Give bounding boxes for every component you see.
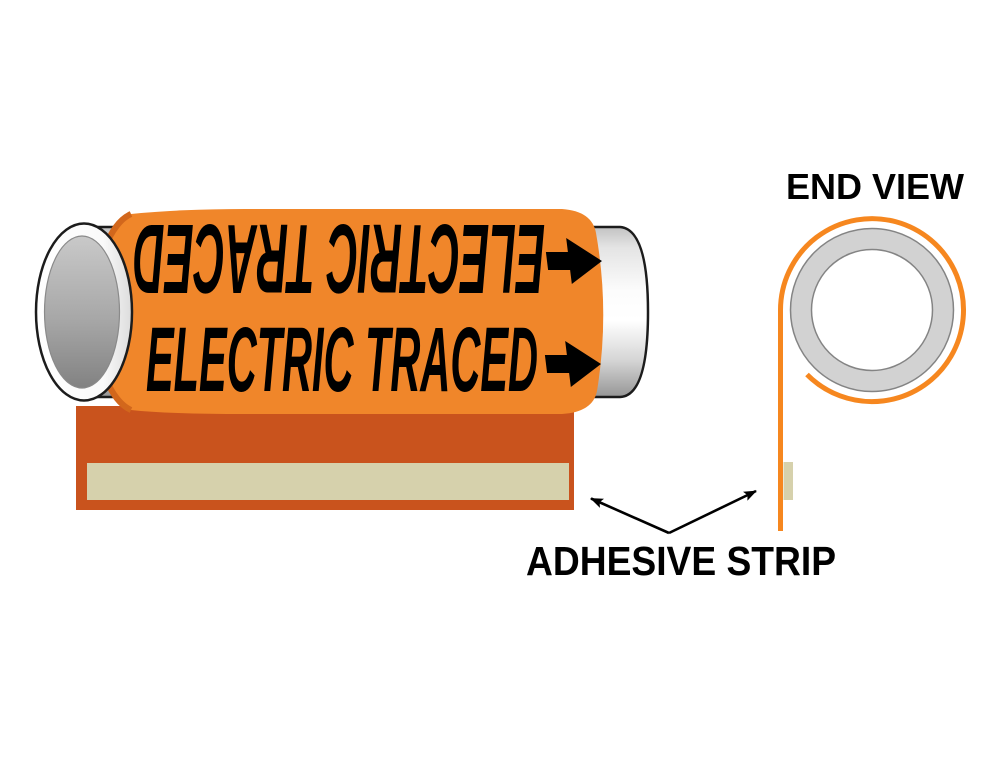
pipe-end-hole	[810, 248, 934, 372]
adhesive-strip	[87, 463, 569, 500]
unrolled-marker-strip	[76, 406, 574, 510]
adhesive-annotation: ADHESIVE STRIP	[526, 489, 836, 584]
pointer-arrow-right	[668, 489, 757, 535]
coiled-marker-line	[778, 216, 966, 531]
wrapped-label	[94, 209, 604, 414]
end-view-adhesive-strip	[783, 462, 793, 500]
end-view: END VIEW	[778, 166, 966, 531]
pipe-end-interior	[43, 235, 121, 389]
direction-arrow-top-icon	[545, 238, 602, 284]
label-text-bottom: ELECTRIC TRACED	[146, 309, 538, 411]
adhesive-strip-label: ADHESIVE STRIP	[526, 538, 836, 584]
direction-arrow-bottom-icon	[544, 341, 601, 387]
end-view-title: END VIEW	[786, 166, 964, 207]
label-text-top: ELECTRIC TRACED	[133, 204, 545, 314]
pointer-arrow-left	[590, 497, 670, 535]
